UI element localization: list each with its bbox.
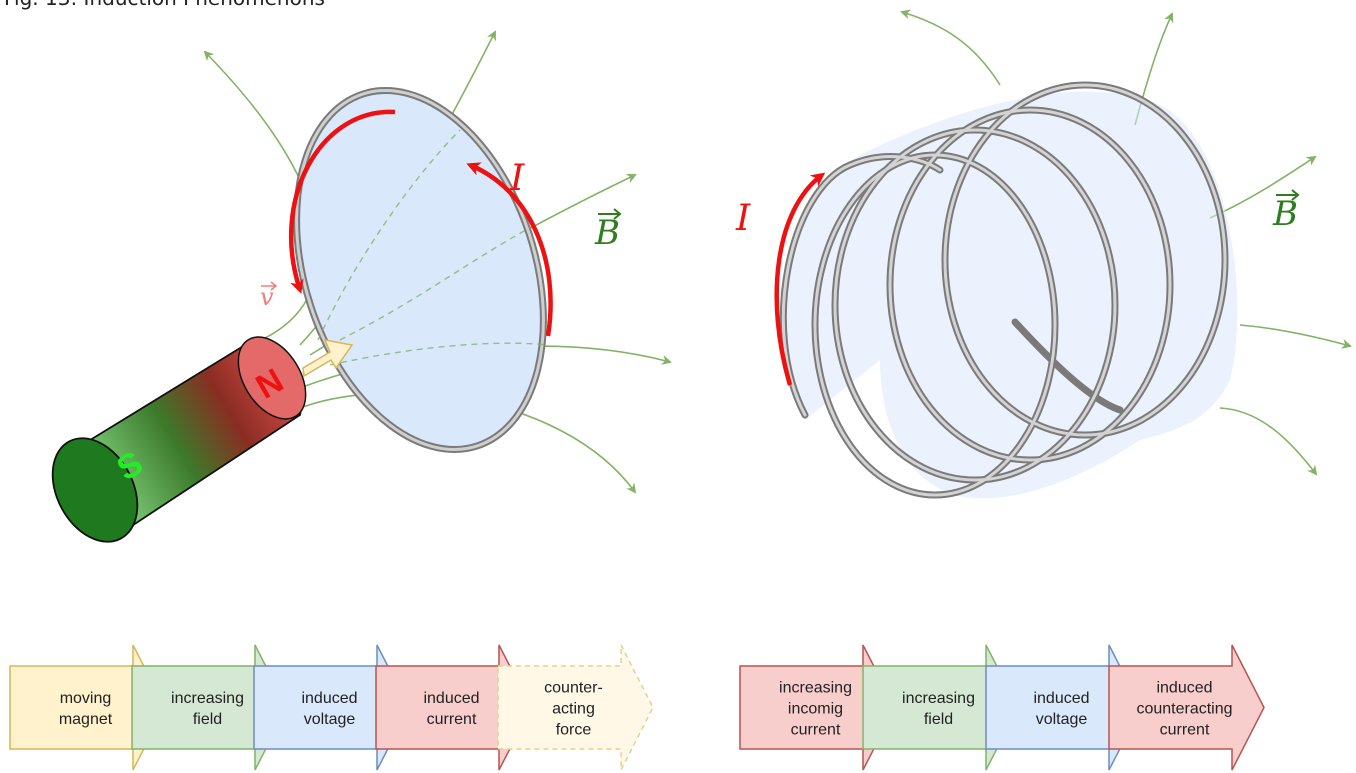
flow-arrow: increasing incomig current [739,644,896,771]
incoming-current-arc [774,172,826,386]
figure-title: Fig. 13: Induction Phenomenons [4,0,325,10]
flow-arrow-label: force [556,722,592,739]
flow-arrow-label: field [193,711,222,728]
flow-arrow-label: magnet [59,711,113,728]
flow-arrow-icon [497,644,654,771]
velocity-vector-hat [261,281,278,291]
flow-arrow-label: increasing [902,690,975,707]
flow-arrow-label: counter- [544,680,603,697]
flow-arrow-label: current [427,711,477,728]
right-process-chain: increasing incomig current increasing field i… [739,644,1265,771]
flow-arrow: induced current [375,644,532,771]
bar-magnet: N S [51,336,307,543]
flow-arrow-label: voltage [1036,711,1088,728]
flow-arrow-label: current [791,722,841,739]
flow-arrow-label: current [1160,722,1210,739]
current-label-right: I [735,198,751,239]
induced-current-arc [289,109,396,294]
flow-arrow: induced counteracting current [1108,644,1265,771]
coil-surface [781,91,1238,499]
field-vector-hat-right [1276,189,1300,201]
field-label-right: B [1272,194,1298,234]
flow-arrow-label: counteracting [1136,701,1232,718]
coil-windings [779,81,1229,499]
left-process-chain: moving magnet increasing field induced voltag… [9,644,654,771]
flow-arrow-label: increasing [171,690,244,707]
flow-arrow: induced voltage [253,644,410,771]
wire-loop [293,87,547,453]
field-label-left: B [594,213,620,253]
flow-arrow-label: induced [301,690,357,707]
current-label-left: I [509,158,525,199]
flow-arrow-label: increasing [779,680,852,697]
left-induction-diagram: I B v N S [51,30,672,543]
wire-loop-inner [295,89,545,451]
field-vector-hat-left [598,208,622,220]
right-induction-diagram: I B [735,9,1352,499]
velocity-arrow [302,339,354,378]
flow-arrow-label: induced [1156,680,1212,697]
flow-arrow-label: moving [60,690,112,707]
flow-arrow-label: induced [423,690,479,707]
induced-current-arc-right [466,162,553,337]
flow-arrow-label: induced [1033,690,1089,707]
flow-arrow: increasing field [131,644,288,771]
flow-arrow-label: acting [552,701,595,718]
velocity-label: v [260,283,274,311]
flow-arrow-label: field [924,711,953,728]
flow-arrow: counter-acting force [497,644,654,771]
flow-arrow-label: voltage [304,711,356,728]
flow-arrow: moving magnet [9,644,166,771]
flow-arrow-icon [1108,644,1265,771]
magnetic-field-lines-front [317,129,549,366]
flow-arrow-label: incomig [788,701,843,718]
